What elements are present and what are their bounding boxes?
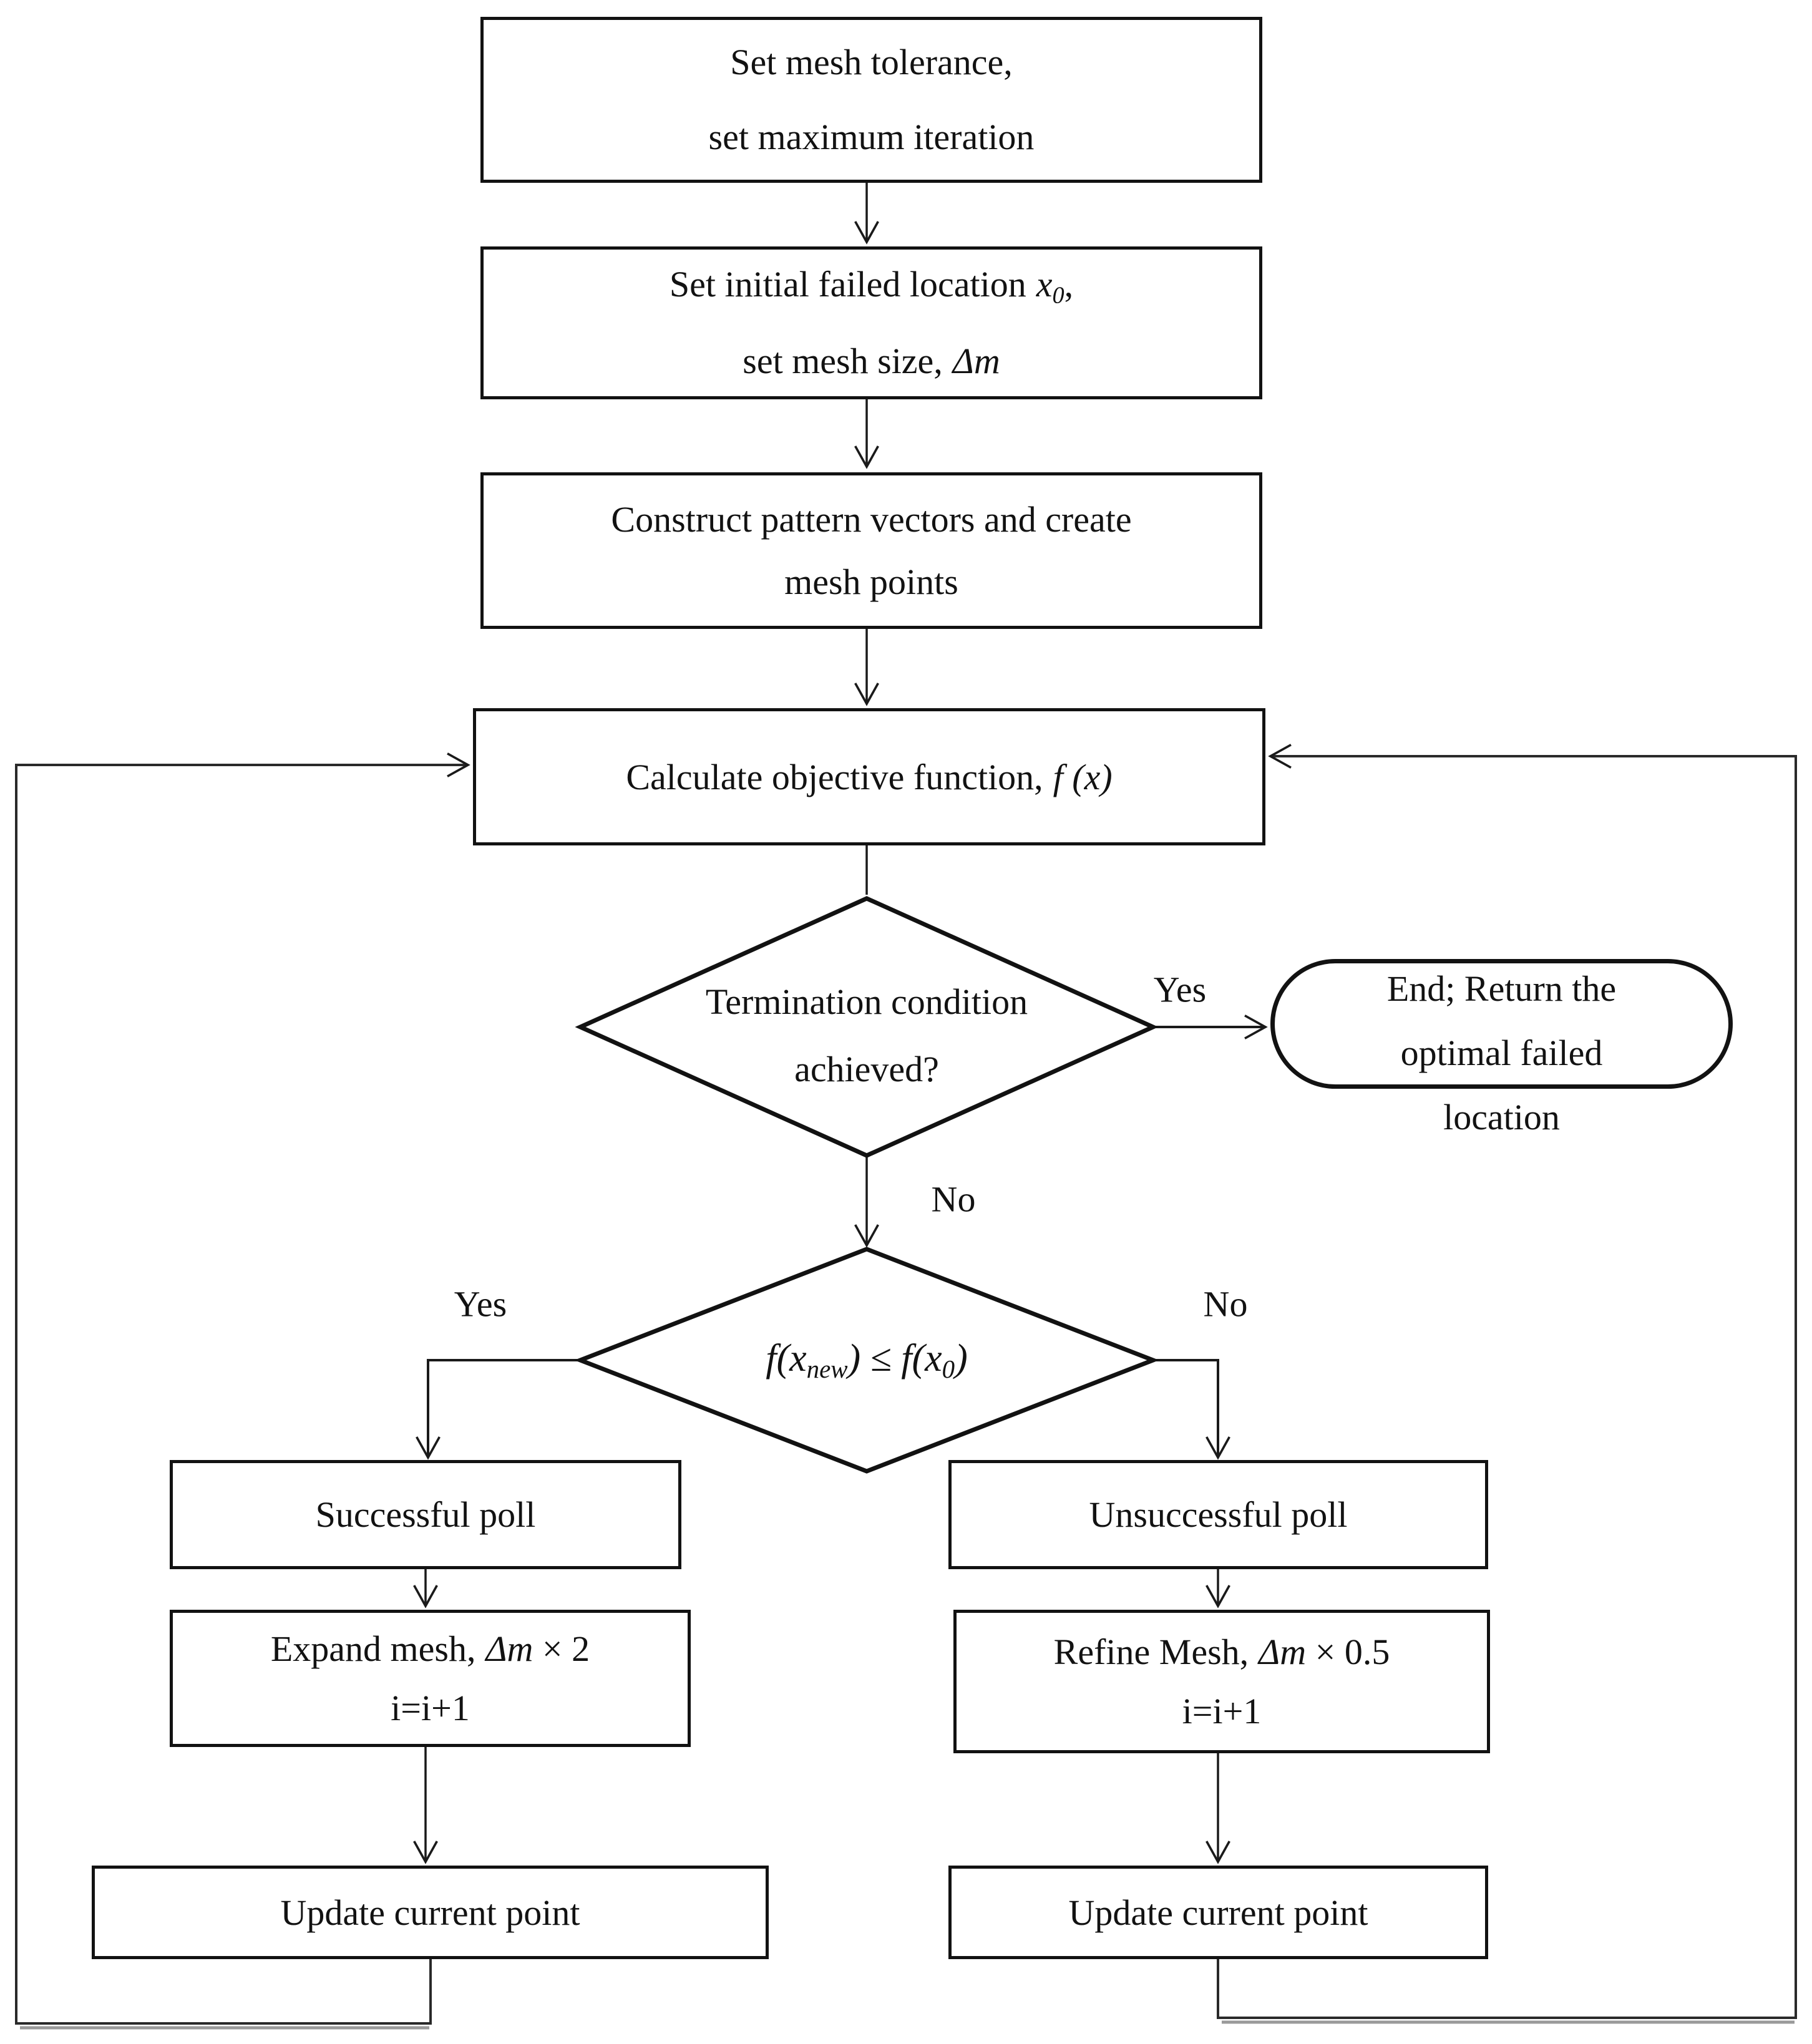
label-yes-terminate: Yes [1153, 969, 1207, 1010]
feedback-update-left-to-calculate [15, 752, 470, 2025]
node-construct-pattern: Construct pattern vectors and create mes… [480, 472, 1262, 629]
text-segment: Refine Mesh, [1053, 1632, 1249, 1672]
math-x0: x [1036, 263, 1053, 304]
diamond-termination-shape [575, 896, 1159, 1158]
text-segment: × 0.5 [1306, 1632, 1390, 1672]
text-segment: Set initial failed location [669, 263, 1026, 304]
math-x0-subscript: 0 [1052, 282, 1064, 309]
node-line: optimal failed [1400, 1033, 1603, 1073]
node-line: Update current point [1068, 1892, 1368, 1933]
math-delta-m: Δm [952, 341, 1000, 382]
end-node-shape [1270, 959, 1733, 1089]
node-line: Calculate objective function,f (x) [626, 756, 1112, 798]
text-segment: Calculate objective function, [626, 756, 1043, 797]
feedback-update-right-to-calculate [1217, 744, 1797, 2019]
connector-compare-no-to-unsuccessful [1153, 1359, 1230, 1460]
node-line: i=i+1 [391, 1688, 470, 1728]
diamond-termination-text: Termination condition achieved? [706, 968, 1028, 1103]
text-segment: , [1064, 263, 1074, 304]
math-subscript-0: 0 [942, 1355, 955, 1384]
node-line: location [1443, 1097, 1560, 1137]
math-delta-m: Δm [1259, 1632, 1307, 1672]
label-no-compare: No [1203, 1283, 1248, 1325]
node-unsuccessful-poll: Unsuccessful poll [948, 1460, 1488, 1569]
node-line: Unsuccessful poll [1089, 1494, 1348, 1535]
math-segment: ) ≤ f(x [847, 1336, 942, 1380]
node-update-current-point-right: Update current point [948, 1866, 1488, 1959]
label-yes-compare: Yes [454, 1283, 507, 1325]
math-subscript-new: new [806, 1355, 848, 1384]
math-f-of-x: f (x) [1053, 756, 1113, 797]
text-segment: set mesh size, [743, 341, 943, 382]
end-node-text: End; Return the optimal failed location [1270, 956, 1733, 1149]
math-segment: ) [955, 1336, 968, 1380]
node-line: Successful poll [315, 1494, 536, 1535]
node-line: Set mesh tolerance, [730, 42, 1013, 82]
diamond-compare-shape [574, 1247, 1159, 1474]
node-line: Update current point [280, 1892, 580, 1933]
node-line: Construct pattern vectors and create [611, 499, 1132, 540]
node-line: mesh points [784, 561, 958, 602]
node-expand-mesh: Expand mesh,Δm × 2 i=i+1 [170, 1610, 691, 1747]
text-segment: × 2 [533, 1628, 590, 1669]
node-line: Termination condition [705, 981, 1028, 1022]
node-line: End; Return the [1386, 968, 1617, 1009]
node-line: set mesh size,Δm [743, 328, 1000, 394]
text-segment: Expand mesh, [270, 1628, 476, 1669]
math-segment: f(x [766, 1336, 807, 1380]
node-refine-mesh: Refine Mesh,Δm × 0.5 i=i+1 [953, 1610, 1490, 1753]
node-successful-poll: Successful poll [170, 1460, 681, 1569]
node-set-tolerance: Set mesh tolerance, set maximum iteratio… [480, 17, 1262, 183]
node-line: Refine Mesh,Δm × 0.5 [1054, 1622, 1390, 1681]
node-calculate-objective: Calculate objective function,f (x) [473, 708, 1265, 845]
node-line: achieved? [794, 1049, 939, 1089]
connector-compare-yes-to-successful [416, 1359, 580, 1460]
math-delta-m: Δm [485, 1628, 533, 1669]
node-line: set maximum iteration [708, 117, 1035, 157]
label-no-terminate: No [931, 1179, 976, 1220]
node-line: Expand mesh,Δm × 2 [271, 1619, 590, 1678]
node-update-current-point-left: Update current point [92, 1866, 769, 1959]
diamond-compare-text: f(xnew) ≤ f(x0) [766, 1336, 967, 1384]
node-line: i=i+1 [1182, 1691, 1262, 1731]
